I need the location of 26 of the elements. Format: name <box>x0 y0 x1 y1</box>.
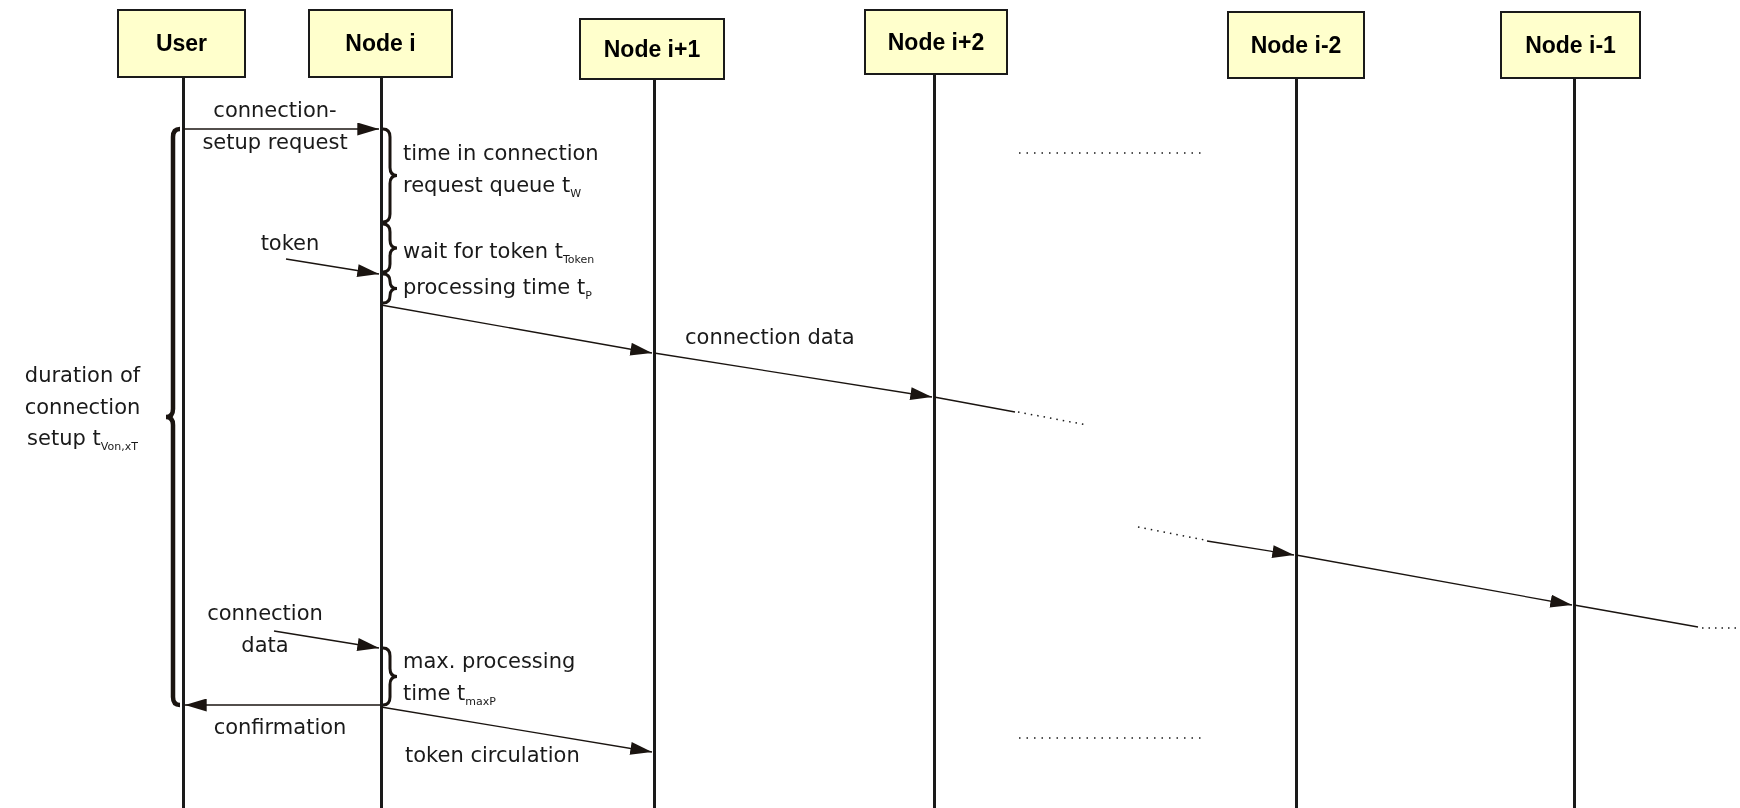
arrow <box>184 698 382 712</box>
arrow <box>1206 540 1295 558</box>
edge-label: connection data <box>685 324 856 351</box>
edge-label: token <box>259 230 321 257</box>
participant-box: Node i+2 <box>864 9 1008 75</box>
duration-label: duration of connection setup t$_{Von,xT}$ <box>23 362 142 456</box>
arrow <box>380 706 653 755</box>
duration-label: max. processing time t$_{maxP}$ <box>403 648 577 710</box>
participant-box: Node i-2 <box>1227 11 1365 79</box>
duration-label: wait for token t$_{Token}$ <box>403 238 596 269</box>
arrow <box>1295 554 1573 608</box>
arrow <box>182 122 380 136</box>
arrow <box>285 258 380 277</box>
arrow <box>273 630 380 651</box>
arrow <box>380 304 653 356</box>
edge-label: connection data <box>206 600 324 659</box>
edge-label: token circulation <box>405 742 581 769</box>
edge-label: connection- setup request <box>201 97 349 156</box>
participant-box: Node i-1 <box>1500 11 1641 79</box>
participant-box: Node i <box>308 9 453 78</box>
edge-label: confirmation <box>212 714 348 741</box>
participant-box: User <box>117 9 246 78</box>
arrow <box>653 352 933 401</box>
duration-label: processing time t$_{P}$ <box>403 274 593 305</box>
duration-label: time in connection request queue t$_{W}$ <box>403 140 600 202</box>
participant-box: Node i+1 <box>579 18 725 80</box>
